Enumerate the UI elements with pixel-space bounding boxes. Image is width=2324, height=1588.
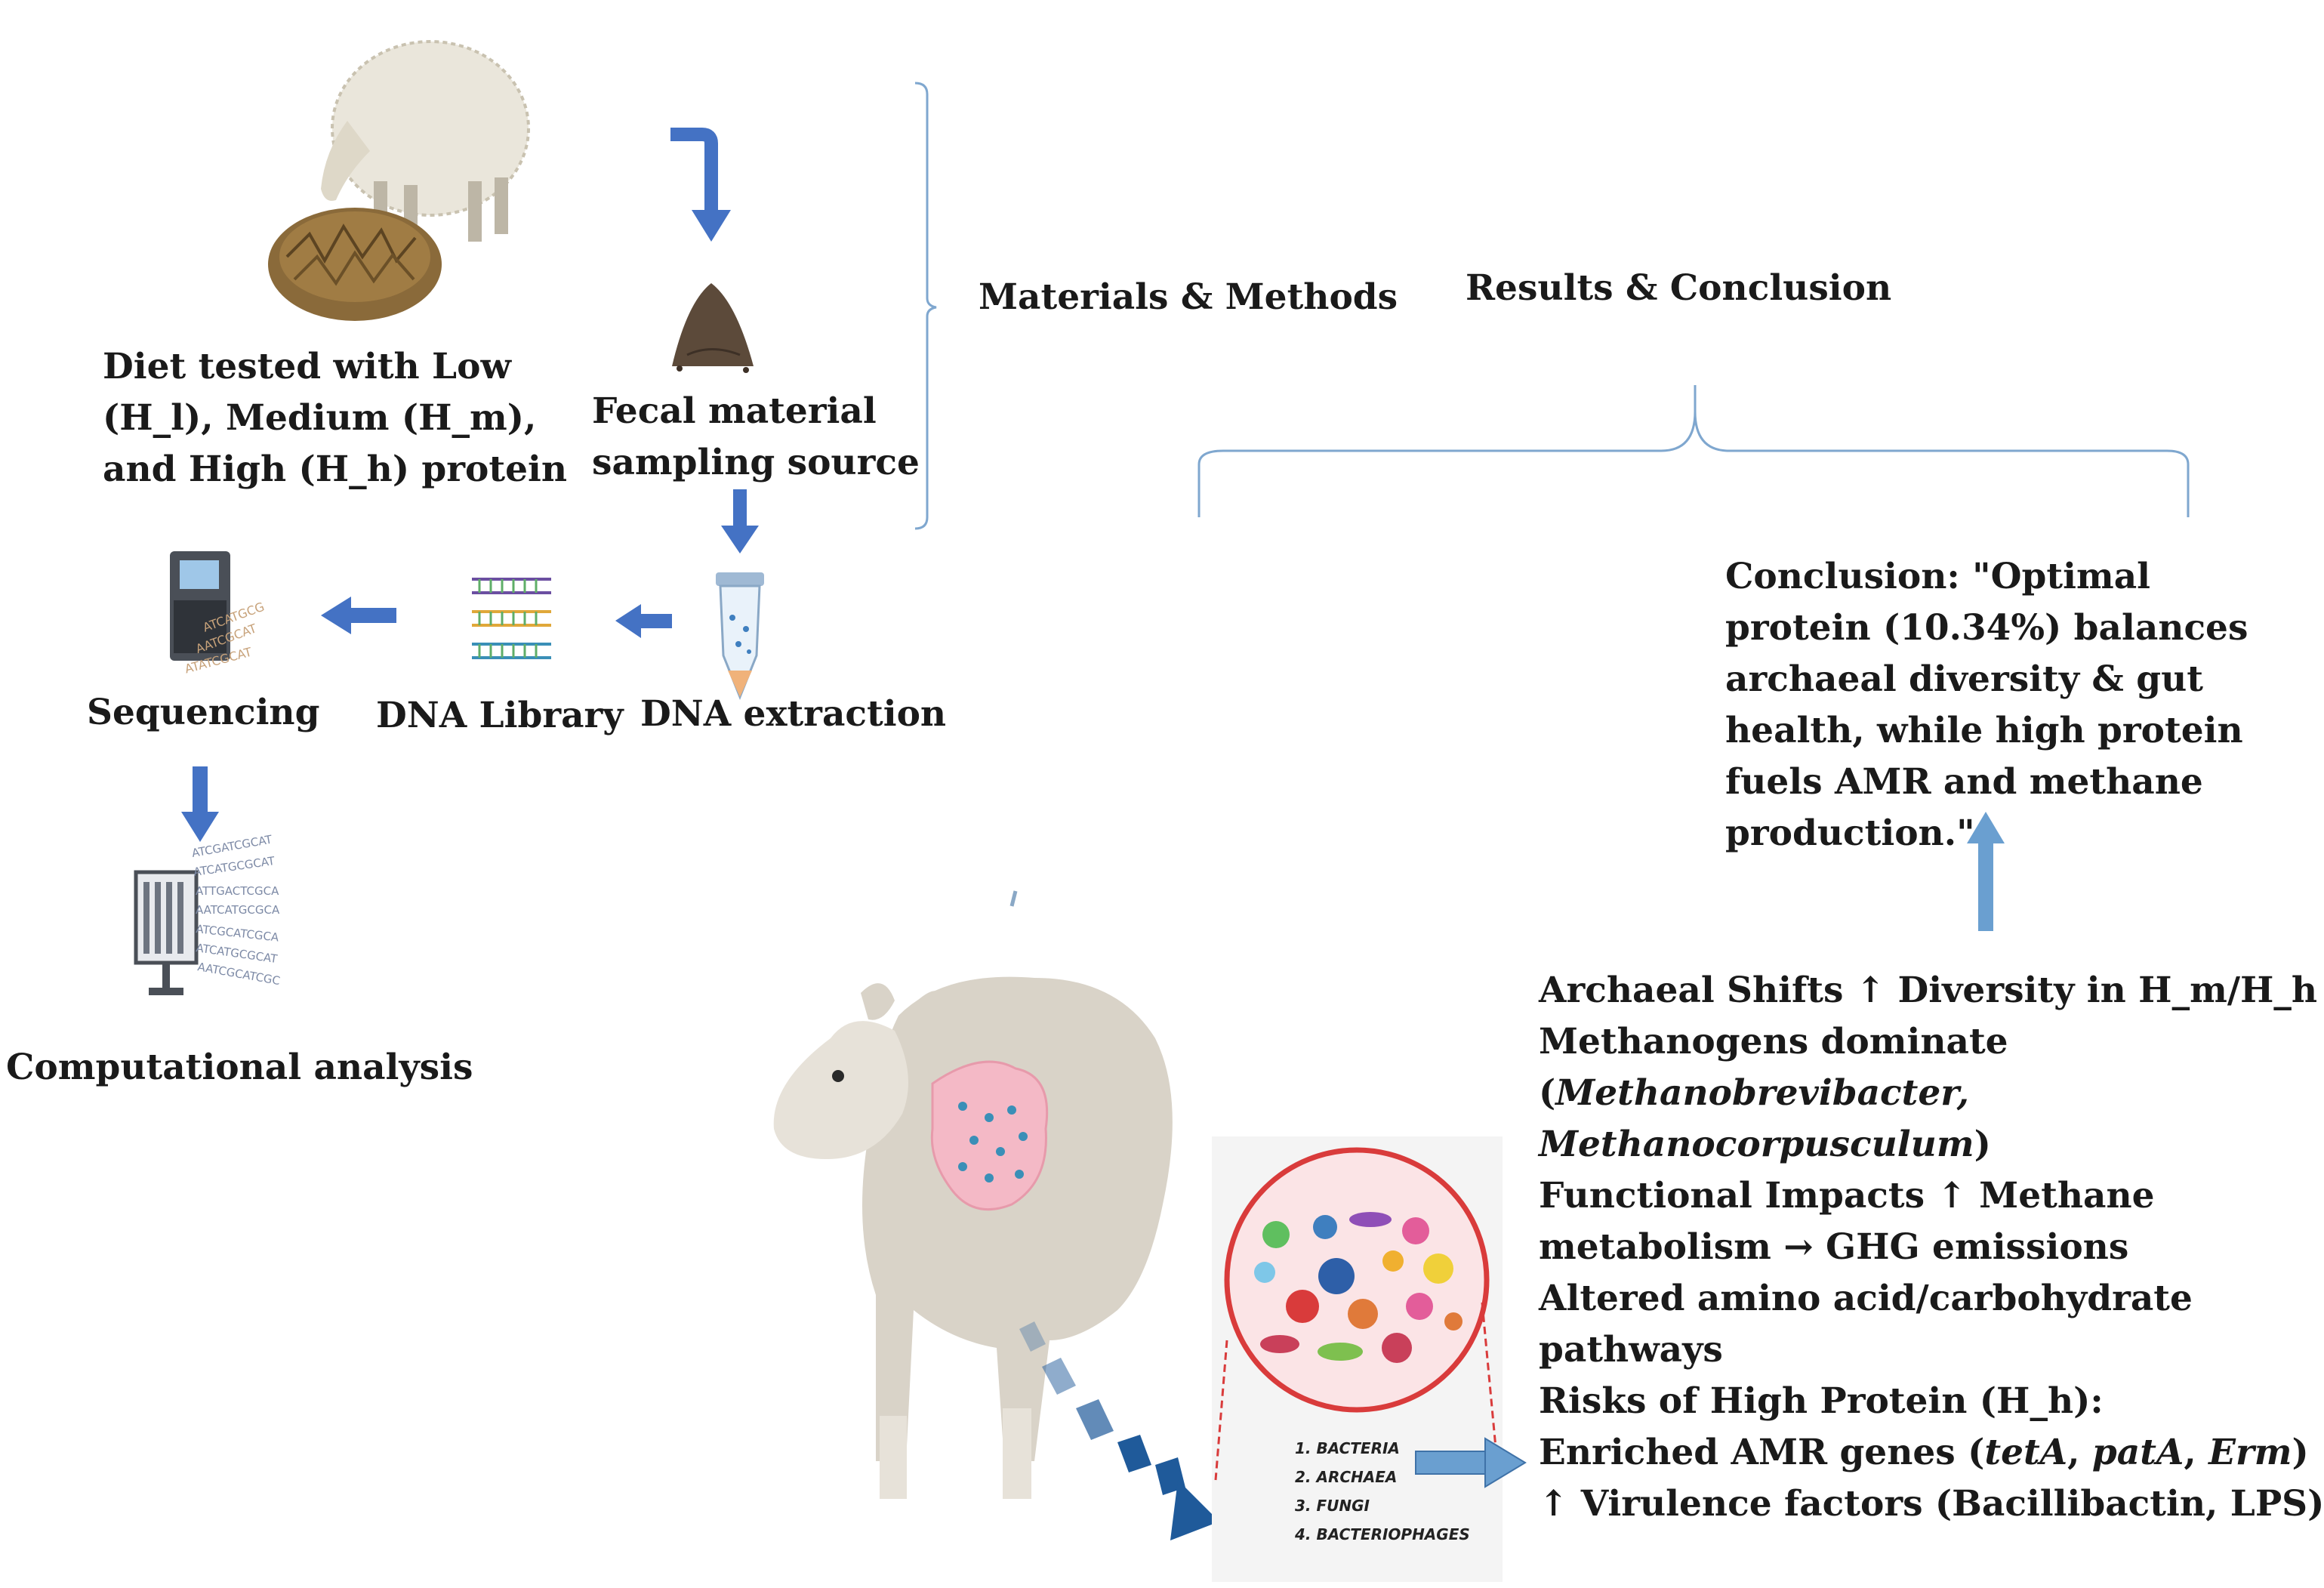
- microbe-circle-icon: 1. BACTERIA 2. ARCHAEA 3. FUNGI 4. BACTE…: [1212, 1136, 1503, 1582]
- fecal-label: Fecal material sampling source: [592, 390, 920, 483]
- tube-icon: [716, 572, 764, 701]
- dna-extraction-label: DNA extraction: [640, 693, 947, 735]
- results-conclusion-heading: Results & Conclusion: [1466, 267, 1892, 309]
- dna-library-icon: [472, 578, 551, 659]
- methods-bracket: [914, 82, 937, 530]
- left-arrow-icon: [615, 604, 672, 638]
- feces-pile-icon: [672, 283, 754, 373]
- microbe-item: 4. BACTERIOPHAGES: [1294, 1525, 1470, 1543]
- sheep-eating-icon: [268, 40, 530, 321]
- microbe-item: 2. ARCHAEA: [1295, 1468, 1397, 1486]
- results-bracket: [1197, 385, 2190, 517]
- dna-library-label: DNA Library: [376, 695, 624, 736]
- svg-text:ATTGACTCGCA: ATTGACTCGCA: [196, 884, 279, 898]
- svg-text:AATCATGCGCA: AATCATGCGCA: [196, 903, 280, 917]
- microbe-item: 1. BACTERIA: [1295, 1439, 1400, 1457]
- down-arrow-icon: [181, 766, 219, 842]
- svg-text:ATCGCATCGCA: ATCGCATCGCA: [196, 922, 280, 944]
- conclusion-text: Conclusion: "Optimal protein (10.34%) ba…: [1725, 556, 2248, 854]
- results-text: Archaeal Shifts ↑ Diversity in H_m/H_h M…: [1539, 970, 2324, 1525]
- down-arrow-icon: [721, 489, 759, 553]
- right-arrow-icon: [1415, 1437, 1527, 1488]
- dashed-arrow-icon: [1019, 1321, 1219, 1540]
- hay-pile-icon: [268, 208, 442, 321]
- computational-label: Computational analysis: [6, 1047, 473, 1088]
- sequencing-label: Sequencing: [87, 692, 320, 733]
- computer-dna-icon: ATCGATCGCAT ATCATGCGCAT ATTGACTCGCA AATC…: [134, 832, 281, 995]
- sequencer-icon: ATCATGCG AATCGCAT ATATCGCAT: [170, 551, 267, 677]
- bend-arrow-icon: [670, 128, 731, 242]
- sheep-gut-icon: [773, 890, 1173, 1499]
- materials-methods-heading: Materials & Methods: [979, 276, 1398, 318]
- left-arrow-icon: [321, 597, 396, 634]
- microbe-item: 3. FUNGI: [1295, 1497, 1370, 1515]
- up-arrow-icon: [1967, 812, 2005, 931]
- diet-label: Diet tested with Low (H_l), Medium (H_m)…: [103, 346, 568, 490]
